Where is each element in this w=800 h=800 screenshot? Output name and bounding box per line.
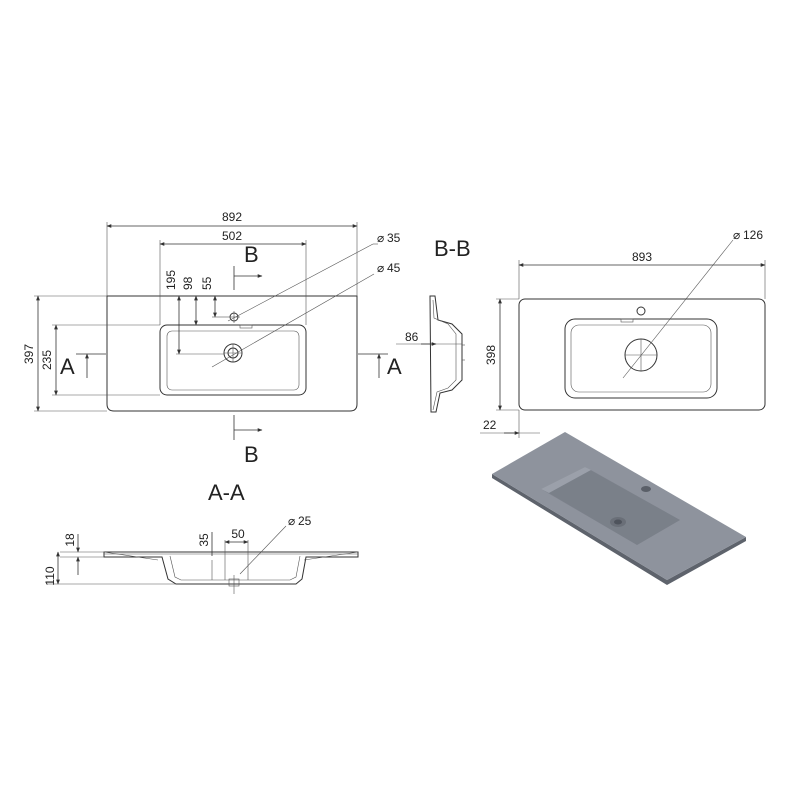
aa-section-view: A-A 18 110 35 50 ⌀ 25	[43, 480, 359, 594]
top-view: 892 502 195 98 55 397 235 ⌀ 35 ⌀ 45	[22, 210, 402, 467]
aa-dim-50: 50	[231, 527, 245, 541]
dim-86: 86	[405, 330, 419, 344]
section-b-top: B	[244, 242, 259, 267]
bb-view-bowl-outer	[564, 318, 718, 399]
aa-view-title: A-A	[208, 480, 245, 505]
render-tap-hole	[641, 486, 651, 492]
dim-drain-dia-symbol: ⌀	[377, 261, 384, 275]
bb-dim-overall-depth: 398	[484, 345, 498, 365]
aa-dim-110: 110	[43, 566, 57, 585]
section-b-bottom: B	[244, 442, 259, 467]
aa-dim-18: 18	[63, 533, 77, 547]
dim-195: 195	[164, 270, 178, 290]
dim-bowl-depth: 235	[40, 350, 54, 370]
dim-bowl-width: 502	[222, 229, 242, 243]
dim-tap-hole-dia: 35	[387, 231, 401, 245]
aa-dim-drain-dia: 25	[298, 514, 312, 528]
dim-drain-dia: 45	[387, 261, 401, 275]
aa-section-outline	[103, 551, 359, 585]
bb-dim-overall-width: 893	[632, 250, 652, 264]
dim-98: 98	[181, 276, 195, 290]
top-view-bowl-outer	[159, 324, 307, 396]
aa-dim-drain-dia-symbol: ⌀	[288, 514, 295, 528]
bb-view-title: B-B	[434, 236, 471, 261]
dim-tap-hole-dia-symbol: ⌀	[377, 231, 384, 245]
side-profile-outline	[429, 295, 463, 413]
bb-dim-drain-dia: 126	[743, 228, 763, 242]
bb-view: B-B 893 398 ⌀ 126 22	[434, 228, 766, 438]
section-a-right: A	[387, 354, 402, 379]
bb-dim-offset: 22	[483, 418, 497, 432]
section-a-left: A	[60, 354, 75, 379]
side-profile-view: 86	[396, 295, 465, 413]
dim-overall-width: 892	[222, 210, 242, 224]
isometric-render	[492, 432, 746, 585]
bb-view-outline	[518, 298, 766, 411]
aa-dim-35: 35	[197, 533, 211, 547]
dim-55: 55	[200, 276, 214, 290]
bb-view-bowl-inner	[570, 324, 712, 393]
render-bowl	[541, 467, 680, 545]
top-view-outline	[106, 295, 358, 412]
dim-overall-depth: 397	[22, 344, 36, 364]
top-view-bowl-inner	[166, 330, 300, 391]
bb-view-tap-hole	[636, 306, 646, 316]
bb-dim-drain-dia-symbol: ⌀	[733, 228, 740, 242]
